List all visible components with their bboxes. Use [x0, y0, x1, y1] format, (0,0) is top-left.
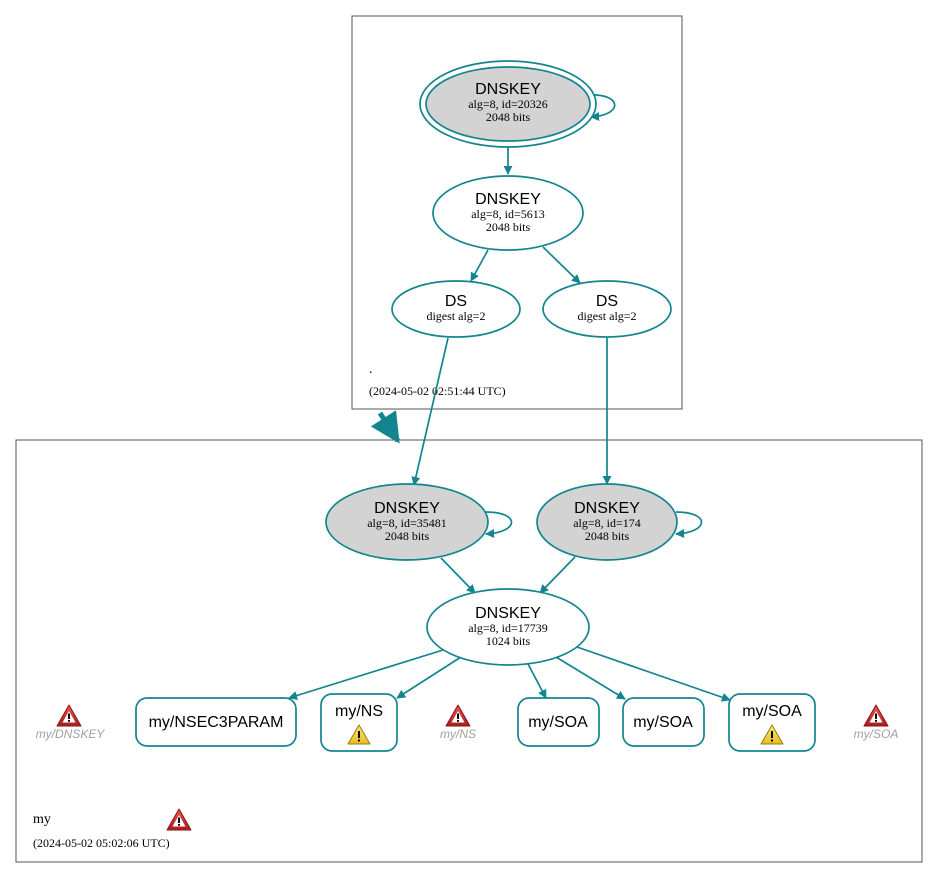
node-root-zsk-detail: alg=8, id=5613 — [471, 207, 545, 221]
node-root-ksk-type: DNSKEY — [475, 81, 541, 98]
error-icon — [56, 704, 82, 727]
zone-root-label: . — [369, 362, 373, 377]
node-root-zsk-type: DNSKEY — [475, 191, 541, 208]
node-my-ksk-b-type: DNSKEY — [574, 500, 640, 517]
node-ds-a-type: DS — [445, 293, 467, 310]
edge-zsk-to-ns — [396, 656, 462, 699]
node-rr-ns-label: my/NS — [335, 703, 383, 720]
zone-my-timestamp: (2024-05-02 05:02:06 UTC) — [33, 836, 170, 850]
edge-root-zsk-to-ds-b — [542, 246, 581, 284]
error-item-soa-label: my/SOA — [854, 727, 899, 741]
node-rr-soa1-label: my/SOA — [528, 714, 588, 731]
node-ds-b-detail: digest alg=2 — [577, 309, 636, 323]
edge-my-ksk-a-self — [485, 511, 513, 539]
node-ds-b[interactable]: DS digest alg=2 — [542, 280, 672, 338]
node-rr-soa2[interactable]: my/SOA — [622, 697, 705, 747]
node-my-ksk-b[interactable]: DNSKEY alg=8, id=174 2048 bits — [536, 483, 678, 561]
node-my-ksk-b-size: 2048 bits — [585, 529, 630, 543]
node-ds-b-type: DS — [596, 293, 618, 310]
edge-zsk-to-soa3 — [576, 646, 731, 702]
zone-my-label: my — [33, 812, 51, 827]
edge-zsk-to-soa2 — [555, 656, 626, 700]
node-my-zsk[interactable]: DNSKEY alg=8, id=17739 1024 bits — [426, 588, 590, 666]
error-item-soa[interactable]: my/SOA — [854, 704, 899, 741]
node-root-zsk[interactable]: DNSKEY alg=8, id=5613 2048 bits — [432, 175, 584, 251]
edge-root-ksk-self — [587, 94, 616, 121]
node-root-ksk-size: 2048 bits — [486, 110, 531, 124]
node-rr-soa3[interactable]: my/SOA — [728, 693, 816, 752]
node-my-zsk-size: 1024 bits — [486, 634, 531, 648]
delegation-arrow — [370, 410, 401, 444]
error-item-ns-label: my/NS — [440, 727, 476, 741]
edge-my-ksk-b-self — [675, 511, 703, 539]
node-rr-nsec3param[interactable]: my/NSEC3PARAM — [135, 697, 297, 747]
zone-my-box — [15, 439, 923, 863]
edge-zsk-to-soa1 — [527, 663, 547, 699]
error-icon — [445, 704, 471, 727]
node-my-ksk-a-detail: alg=8, id=35481 — [367, 516, 447, 530]
node-rr-soa1[interactable]: my/SOA — [517, 697, 600, 747]
node-my-ksk-a[interactable]: DNSKEY alg=8, id=35481 2048 bits — [325, 483, 489, 561]
zone-my-error-icon — [166, 808, 192, 831]
error-item-dnskey-label: my/DNSKEY — [36, 727, 106, 741]
edge-root-zsk-to-ds-a — [470, 249, 489, 282]
node-rr-soa2-label: my/SOA — [633, 714, 693, 731]
edge-my-ksk-b-to-zsk — [539, 556, 576, 594]
error-item-dnskey[interactable]: my/DNSKEY — [36, 704, 106, 741]
edge-my-ksk-a-to-zsk — [440, 557, 476, 594]
node-root-zsk-size: 2048 bits — [486, 220, 531, 234]
edge-zsk-to-nsec3param — [288, 649, 444, 700]
edge-ds-a-to-my-ksk-a — [411, 337, 449, 486]
node-root-ksk[interactable]: DNSKEY alg=8, id=20326 2048 bits — [419, 60, 597, 148]
node-ds-a[interactable]: DS digest alg=2 — [391, 280, 521, 338]
zone-root-timestamp: (2024-05-02 02:51:44 UTC) — [369, 384, 506, 398]
node-rr-soa3-label: my/SOA — [742, 703, 802, 720]
node-root-ksk-detail: alg=8, id=20326 — [468, 97, 548, 111]
node-my-zsk-type: DNSKEY — [475, 605, 541, 622]
node-rr-nsec3param-label: my/NSEC3PARAM — [149, 714, 284, 731]
node-my-zsk-detail: alg=8, id=17739 — [468, 621, 548, 635]
zone-root-box — [351, 15, 683, 410]
node-ds-a-detail: digest alg=2 — [426, 309, 485, 323]
error-icon — [863, 704, 889, 727]
node-my-ksk-a-type: DNSKEY — [374, 500, 440, 517]
node-my-ksk-b-detail: alg=8, id=174 — [573, 516, 641, 530]
node-rr-ns[interactable]: my/NS — [320, 693, 398, 752]
node-my-ksk-a-size: 2048 bits — [385, 529, 430, 543]
error-item-ns[interactable]: my/NS — [440, 704, 476, 741]
